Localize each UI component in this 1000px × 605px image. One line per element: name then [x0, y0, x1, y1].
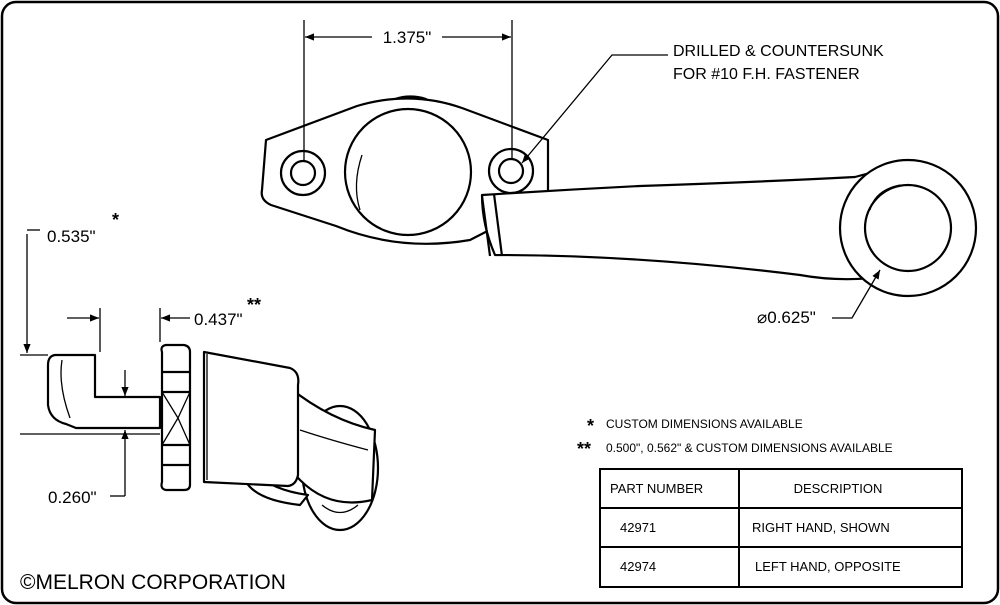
- note-2-mark: **: [577, 439, 591, 459]
- notes: * CUSTOM DIMENSIONS AVAILABLE ** 0.500",…: [577, 416, 893, 459]
- callout-line-2: FOR #10 F.H. FASTENER: [673, 66, 860, 83]
- side-view-handle: [46, 343, 380, 532]
- cam-hub: [343, 107, 473, 237]
- note-1-text: CUSTOM DIMENSIONS AVAILABLE: [606, 417, 803, 431]
- table-row-1-part: 42971: [620, 520, 656, 535]
- note-2-text: 0.500", 0.562" & CUSTOM DIMENSIONS AVAIL…: [606, 441, 893, 455]
- table-header-part-number: PART NUMBER: [610, 481, 703, 496]
- shank-length-mark: **: [247, 295, 261, 315]
- hook-gap-dimension: 0.260": [48, 370, 129, 507]
- note-1-mark: *: [587, 416, 594, 436]
- hole-spacing-dimension: 1.375": [303, 20, 513, 160]
- table-header-description: DESCRIPTION: [794, 481, 883, 496]
- ring-diameter-dimension: ⌀0.625": [757, 269, 881, 327]
- copyright: ©MELRON CORPORATION: [20, 571, 286, 594]
- side-hook: [46, 353, 162, 430]
- top-view-handle: [260, 95, 978, 298]
- table-row-2-desc: LEFT HAND, OPPOSITE: [755, 559, 901, 574]
- ring-diameter-label: ⌀0.625": [757, 308, 816, 327]
- table-row-2-part: 42974: [620, 559, 656, 574]
- hook-height-mark: *: [112, 210, 119, 230]
- shank-length-dimension: 0.437" **: [67, 295, 261, 352]
- callout-line-1: DRILLED & COUNTERSUNK: [673, 43, 884, 60]
- fastener-callout: DRILLED & COUNTERSUNK FOR #10 F.H. FASTE…: [521, 43, 884, 164]
- side-nut: [160, 343, 192, 492]
- side-body: [202, 350, 300, 488]
- hook-gap-label: 0.260": [48, 488, 97, 507]
- hook-height-dimension: 0.535" *: [20, 210, 160, 435]
- shank-length-label: 0.437": [194, 310, 243, 329]
- hole-spacing-label: 1.375": [383, 28, 432, 47]
- parts-table: PART NUMBER DESCRIPTION 42971 RIGHT HAND…: [599, 468, 963, 588]
- table-row-1-desc: RIGHT HAND, SHOWN: [752, 520, 890, 535]
- hook-height-label: 0.535": [47, 227, 96, 246]
